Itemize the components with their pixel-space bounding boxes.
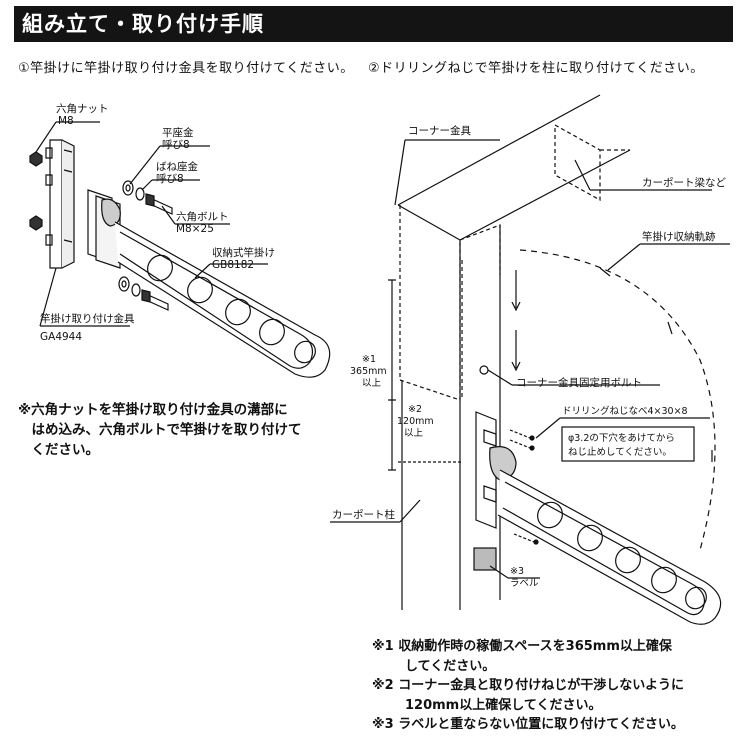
note2-mark: ※2 — [408, 404, 422, 415]
storage-hanger-label: 収納式竿掛け — [212, 246, 275, 259]
note2-suffix: 以上 — [404, 428, 424, 439]
hanger-path-label: 竿掛け収納軌跡 — [642, 230, 716, 243]
note1-mark: ※1 — [362, 354, 376, 365]
page-title: 組み立て・取り付け手順 — [14, 6, 733, 42]
screw-icon — [509, 429, 539, 545]
footnote-2-cont: 120mm以上確保してください。 — [405, 697, 602, 713]
note1-suffix: 以上 — [362, 378, 382, 389]
storage-hanger — [87, 189, 331, 378]
label-label: ラベル — [510, 578, 539, 589]
flat-washer-size: 呼び8 — [162, 139, 190, 151]
note2-value: 120mm — [397, 416, 434, 427]
carport-post-label: カーポート柱 — [332, 508, 395, 521]
hex-nut-icon — [29, 151, 43, 231]
pilot-hole-text-2: ねじ止めしてください。 — [568, 446, 672, 458]
washer-icon — [118, 180, 145, 297]
note1-value: 365mm — [350, 366, 387, 377]
bracket-label: 竿掛け取り付け金具 — [40, 312, 135, 325]
mounting-bracket-right — [475, 411, 517, 529]
footnote-1-cont: してください。 — [405, 658, 496, 674]
hex-bolt-size: M8×25 — [176, 223, 214, 235]
left-note-line: ください。 — [18, 442, 99, 458]
pilot-hole-callout — [561, 426, 695, 462]
storage-hanger-code: GB8182 — [212, 259, 254, 271]
hex-bolt-icon — [141, 193, 173, 311]
carport-beam-label: カーポート梁など — [642, 176, 726, 189]
hex-bolt-label: 六角ボルト — [176, 211, 229, 223]
flat-washer-label: 平座金 — [162, 126, 194, 139]
spring-washer-label: ばね座金 — [156, 160, 198, 173]
footnote-1: ※1 収納動作時の稼働スペースを365mm以上確保 — [372, 639, 672, 654]
carport-beam — [397, 94, 631, 241]
step1-heading: ①竿掛けに竿掛け取り付け金具を取り付けてください。 — [18, 61, 354, 76]
carport-post — [401, 225, 501, 610]
pilot-hole-text-1: φ3.2の下穴をあけてから — [568, 432, 675, 444]
bracket-plate — [45, 139, 75, 269]
corner-bolt-label: コーナー金具固定用ボルト — [516, 376, 642, 389]
footnotes: ※1 収納動作時の稼働スペースを365mm以上確保 してください。 ※2 コーナ… — [372, 637, 684, 735]
corner-bracket-label: コーナー金具 — [408, 124, 471, 137]
storage-hanger-right — [497, 469, 722, 625]
spring-washer-size: 呼び8 — [156, 173, 184, 185]
bracket-code: GA4944 — [40, 331, 82, 343]
hex-nut-label: 六角ナット — [56, 103, 109, 115]
step2-heading: ②ドリリングねじで竿掛けを柱に取り付けてください。 — [368, 61, 704, 76]
left-note-line: はめ込み、六角ボルトで竿掛けを取り付けて — [18, 422, 302, 438]
label-patch — [473, 547, 497, 571]
left-note: ※六角ナットを竿掛け取り付け金具の溝部に はめ込み、六角ボルトで竿掛けを取り付け… — [18, 400, 338, 460]
left-note-line: ※六角ナットを竿掛け取り付け金具の溝部に — [18, 402, 288, 418]
note3-mark: ※3 — [510, 566, 524, 577]
footnote-3: ※3 ラベルと重ならない位置に取り付けてください。 — [372, 717, 684, 732]
drilling-screw-label: ドリリングねじなべ4×30×8 — [562, 405, 688, 417]
hex-nut-size: M8 — [58, 115, 74, 127]
footnote-2: ※2 コーナー金具と取り付けねじが干渉しないように — [372, 678, 684, 693]
